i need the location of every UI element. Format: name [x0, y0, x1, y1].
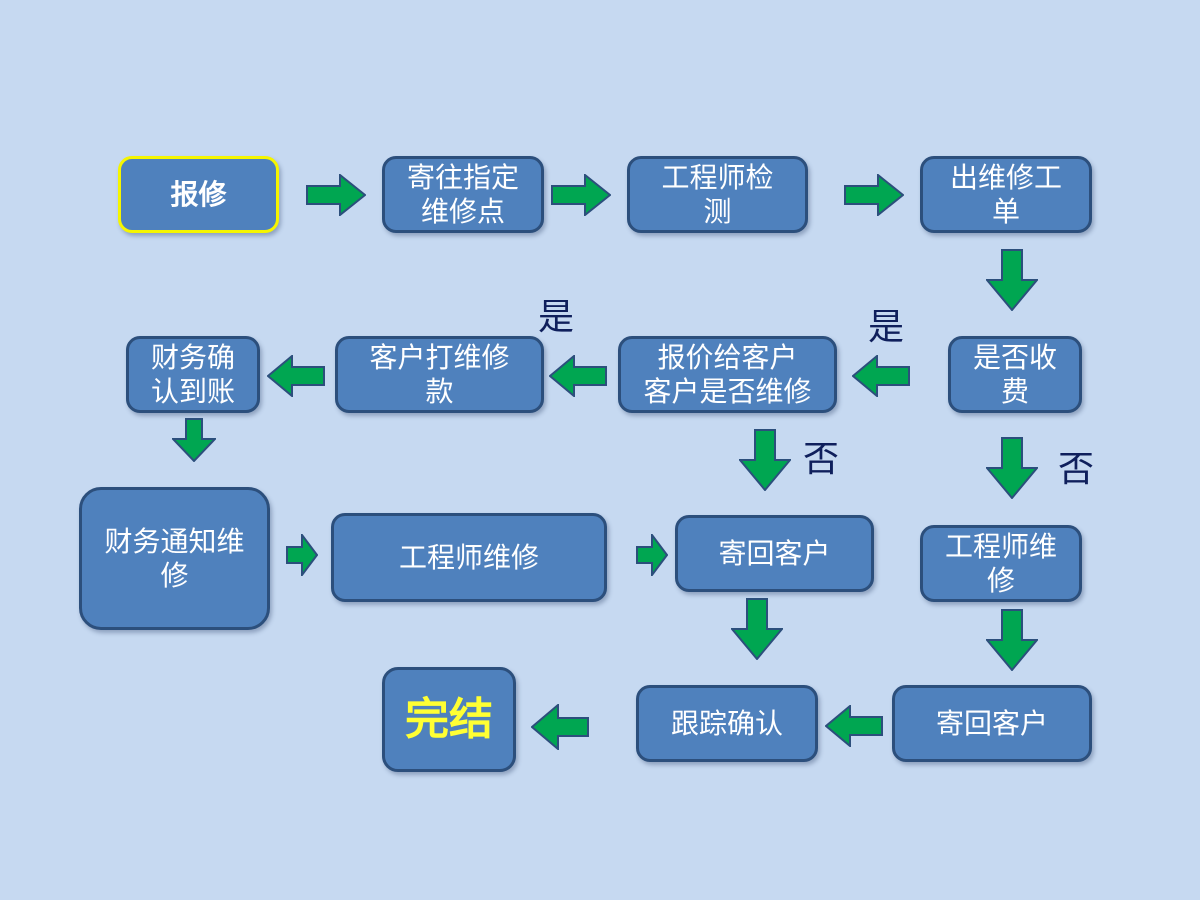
arrow-down-icon — [986, 609, 1038, 671]
node-follow-up-label: 跟踪确认 — [670, 706, 783, 740]
node-return-customer-mid: 寄回客户 — [675, 515, 874, 592]
node-return-customer-mid-label: 寄回客户 — [718, 536, 831, 570]
arrow-left-icon — [825, 705, 883, 747]
node-engineer-inspect: 工程师检测 — [627, 156, 808, 233]
label-yes-right: 是 — [868, 307, 905, 348]
label-no-right: 否 — [1058, 449, 1095, 490]
node-quote-customer-label: 报价给客户客户是否维修 — [643, 340, 812, 408]
node-send-to-center-label: 寄往指定维修点 — [406, 160, 519, 228]
label-no-mid: 否 — [803, 439, 840, 480]
node-finance-notify-label: 财务通知维修 — [104, 524, 245, 592]
node-engineer-repair-free: 工程师维修 — [920, 525, 1082, 602]
node-engineer-inspect-label: 工程师检测 — [661, 160, 774, 228]
node-send-to-center: 寄往指定维修点 — [382, 156, 544, 233]
arrow-right-icon — [551, 174, 611, 216]
node-finance-notify: 财务通知维修 — [79, 487, 270, 630]
arrow-left-icon — [531, 704, 589, 750]
arrow-down-icon — [986, 249, 1038, 311]
node-complete: 完结 — [382, 667, 516, 772]
node-report-repair-label: 报修 — [170, 177, 227, 211]
arrow-right-icon — [306, 174, 366, 216]
arrow-down-icon — [986, 437, 1038, 499]
node-engineer-repair-paid: 工程师维修 — [331, 513, 607, 602]
node-customer-pays: 客户打维修款 — [335, 336, 544, 413]
node-issue-work-order-label: 出维修工单 — [949, 160, 1062, 228]
node-finance-confirm: 财务确认到账 — [126, 336, 260, 413]
arrow-left-icon — [267, 355, 325, 397]
node-charge-check: 是否收费 — [948, 336, 1082, 413]
arrow-right-icon — [844, 174, 904, 216]
node-customer-pays-label: 客户打维修款 — [369, 340, 510, 408]
arrow-down-icon — [731, 598, 783, 660]
node-report-repair: 报修 — [118, 156, 279, 233]
label-yes-left: 是 — [538, 297, 575, 338]
node-return-customer-right-label: 寄回客户 — [935, 706, 1048, 740]
node-issue-work-order: 出维修工单 — [920, 156, 1092, 233]
node-finance-confirm-label: 财务确认到账 — [150, 340, 235, 408]
node-engineer-repair-paid-label: 工程师维修 — [398, 540, 539, 574]
node-engineer-repair-free-label: 工程师维修 — [944, 529, 1057, 597]
arrow-down-icon — [739, 429, 791, 491]
node-follow-up: 跟踪确认 — [636, 685, 818, 762]
arrow-right-icon — [286, 534, 318, 576]
arrow-down-icon — [172, 418, 216, 462]
arrow-left-icon — [852, 355, 910, 397]
arrow-left-icon — [549, 355, 607, 397]
node-complete-label: 完结 — [405, 693, 493, 745]
node-quote-customer: 报价给客户客户是否维修 — [618, 336, 837, 413]
arrow-right-icon — [636, 534, 668, 576]
node-return-customer-right: 寄回客户 — [892, 685, 1092, 762]
node-charge-check-label: 是否收费 — [972, 340, 1057, 408]
